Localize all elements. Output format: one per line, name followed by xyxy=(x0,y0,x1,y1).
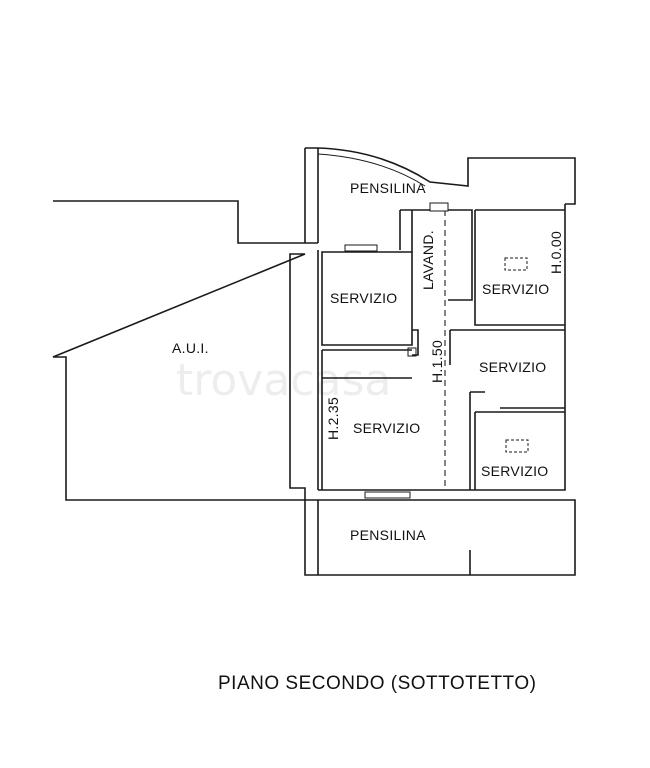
service-block-outline xyxy=(304,204,576,576)
skylight-servizio-2 xyxy=(504,257,528,271)
label-servizio-5: SERVIZIO xyxy=(481,463,549,479)
label-pensilina-bottom: PENSILINA xyxy=(350,527,426,543)
label-h-235: H.2.35 xyxy=(325,397,341,440)
label-aui: A.U.I. xyxy=(172,340,209,356)
servizio-2-walls xyxy=(474,209,565,326)
servizio-4-walls xyxy=(321,349,412,490)
servizio-1-walls xyxy=(321,251,413,346)
servizio-3-walls xyxy=(449,329,565,409)
pensilina-top-outline xyxy=(304,147,576,243)
pensilina-bottom-walls xyxy=(317,500,471,575)
window-lavanderia xyxy=(429,202,449,212)
pensilina-top-arc xyxy=(317,153,426,187)
interior-partitions xyxy=(412,329,485,490)
label-servizio-4: SERVIZIO xyxy=(353,420,421,436)
window-servizio-1 xyxy=(344,244,378,252)
plan-title: PIANO SECONDO (SOTTOTETTO) xyxy=(218,673,536,694)
label-pensilina-top: PENSILINA xyxy=(350,180,426,196)
window-bottom xyxy=(364,491,411,499)
skylight-servizio-5 xyxy=(505,439,529,453)
label-servizio-1: SERVIZIO xyxy=(330,290,398,306)
label-servizio-3: SERVIZIO xyxy=(479,359,547,375)
label-lavanderia: LAVAND. xyxy=(420,230,436,290)
label-h-150: H.1.50 xyxy=(429,340,445,383)
watermark: trovacasa xyxy=(176,355,391,406)
lavanderia-walls xyxy=(399,209,473,301)
label-servizio-2: SERVIZIO xyxy=(482,281,550,297)
servizio-5-walls xyxy=(474,411,565,490)
small-fixture xyxy=(407,347,417,357)
label-h-000: H.0.00 xyxy=(548,231,564,274)
